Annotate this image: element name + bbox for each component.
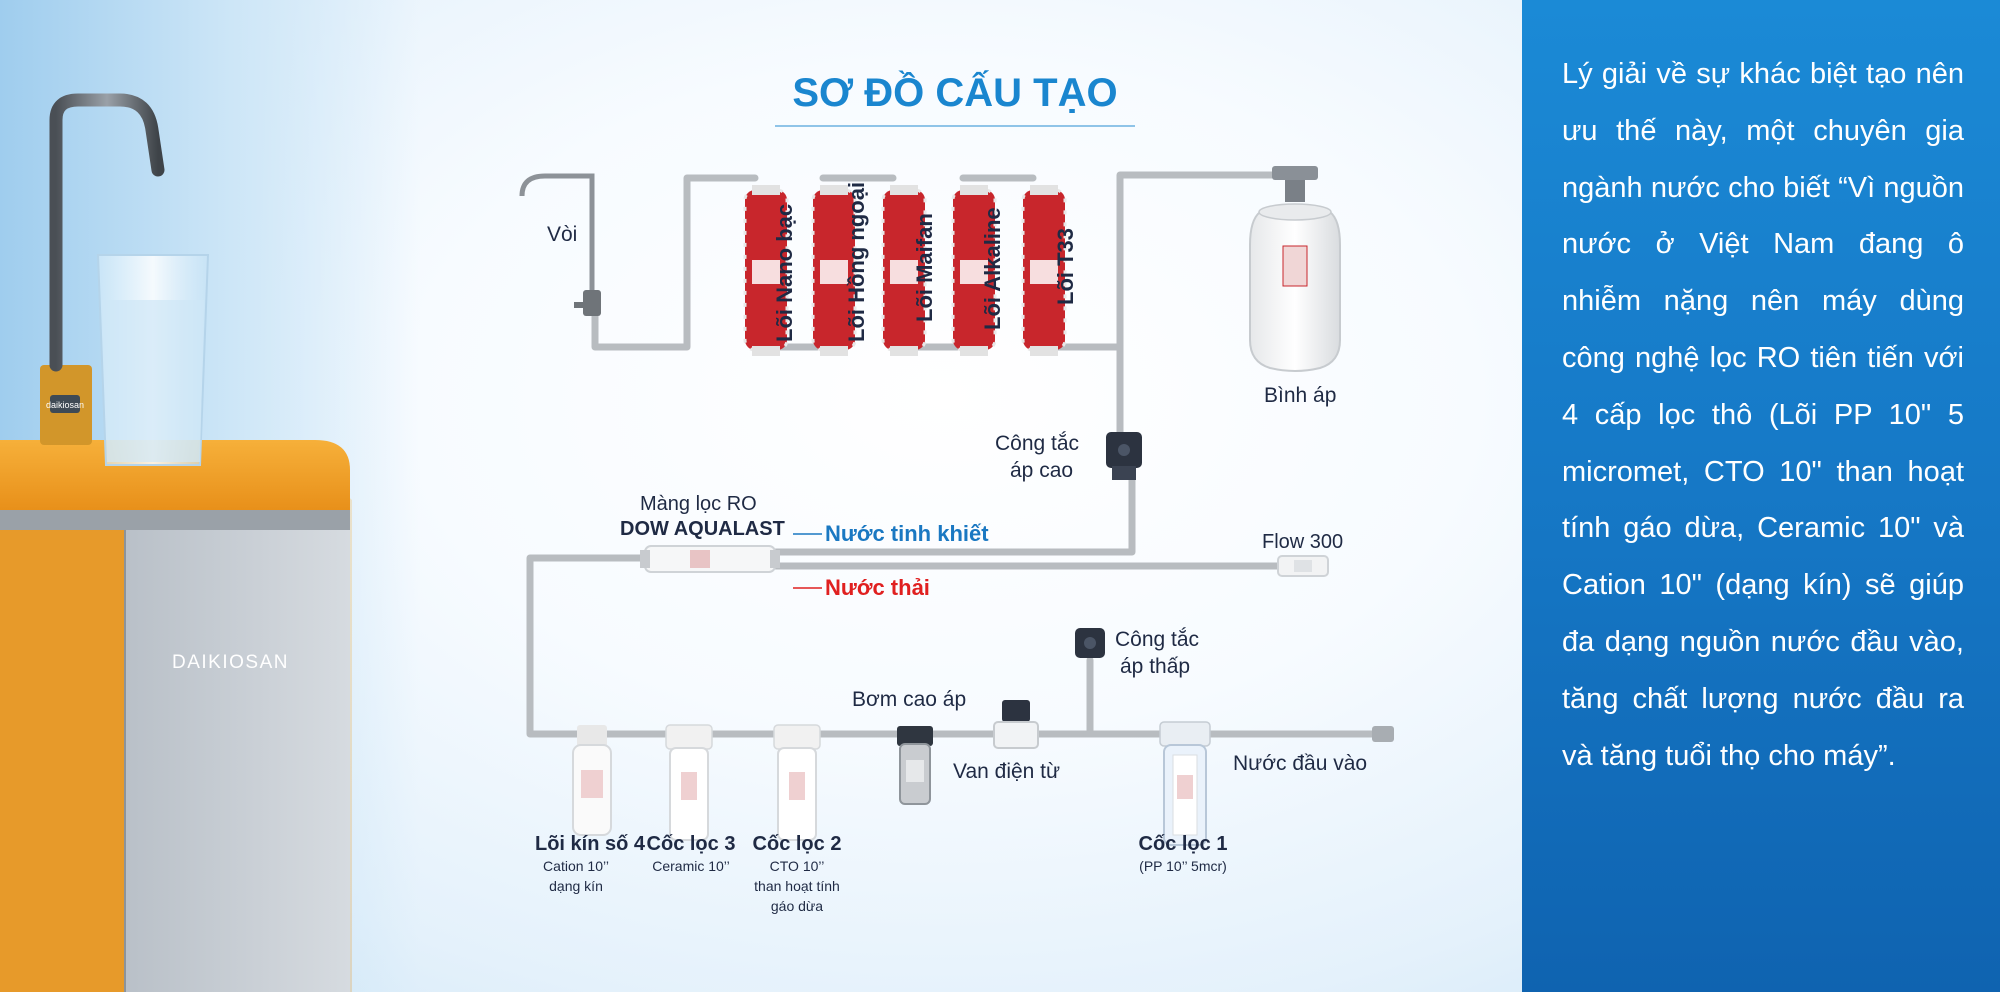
flow-restrictor [1277,555,1329,577]
top-cartridges [743,185,1067,356]
kitchen-faucet-photo: daikiosan [40,93,165,445]
pressure-tank [1249,166,1341,372]
booster-pump [897,726,933,805]
diagram-title: SƠ ĐỒ CẤU TẠO [792,69,1117,115]
label-waste-water: Nước thải [825,575,930,600]
cartridge-t33 [1021,185,1067,356]
cartridge-hong-ngoai [811,185,857,356]
ro-membrane [640,545,780,573]
label-loi-nano-bac: Lõi Nano bạc [772,204,797,342]
label-filter-1-sub1: (PP 10’’ 5mcr) [1139,858,1227,874]
label-pure-water: Nước tinh khiết [825,521,989,546]
label-loi-t33: Lõi T33 [1053,228,1078,305]
label-low-switch-line1: Công tắc [1115,628,1199,651]
explanation-text: Lý giải về sự khác biệt tạo nên ưu thế n… [1562,58,1964,772]
high-pressure-switch [1106,432,1142,480]
label-inlet: Nước đầu vào [1233,752,1367,775]
label-ro-line1: Màng lọc RO [640,493,757,515]
label-loi-maifan: Lõi Maifan [912,213,937,322]
label-filter-2: Cốc lọc 2 [753,833,842,855]
label-high-switch-line1: Công tắc [995,432,1079,455]
filter-cto [773,724,821,841]
label-ro-line2: DOW AQUALAST [620,518,785,540]
filter-ceramic [665,724,713,841]
label-filter-4-sub1: Cation 10’’ [543,858,609,874]
label-filter-3-sub1: Ceramic 10’’ [652,858,730,874]
label-faucet: Vòi [547,223,577,246]
cabinet-brand: DAIKIOSAN [172,652,289,673]
filter-cation [572,725,612,836]
cartridge-maifan [881,185,927,356]
low-pressure-switch [1075,628,1105,658]
label-loi-hong-ngoai: Lõi Hồng ngoại [844,182,869,342]
cabinet-product: DAIKIOSAN [0,440,352,992]
label-filter-2-sub3: gáo dừa [771,898,823,914]
inlet-connector [1372,726,1394,742]
cartridge-alkaline [951,185,997,356]
solenoid-valve [993,700,1039,749]
diagram-faucet [519,173,601,316]
label-filter-4-sub2: dạng kín [549,878,603,894]
water-glass [96,254,210,466]
label-filter-2-sub1: CTO 10’’ [770,858,825,874]
label-high-switch-line2: áp cao [1010,459,1073,482]
label-pressure-tank: Bình áp [1264,384,1336,407]
label-low-switch-line2: áp thấp [1120,655,1190,678]
label-loi-alkaline: Lõi Alkaline [980,207,1005,330]
cartridge-nano-bac [743,185,789,356]
label-filter-3: Cốc lọc 3 [647,833,736,855]
explanation-panel: Lý giải về sự khác biệt tạo nên ưu thế n… [1522,0,2000,992]
label-filter-4: Lõi kín số 4 [535,833,646,855]
filter-pp [1159,721,1211,846]
label-filter-1: Cốc lọc 1 [1139,833,1228,855]
label-flow: Flow 300 [1262,531,1343,553]
label-valve: Van điện từ [953,760,1060,783]
faucet-badge: daikiosan [46,400,84,410]
label-pump: Bơm cao áp [852,688,966,711]
structure-diagram: DAIKIOSAN daikiosan SƠ ĐỒ CẤU TẠO [0,69,1394,992]
label-filter-2-sub2: than hoạt tính [754,878,840,894]
